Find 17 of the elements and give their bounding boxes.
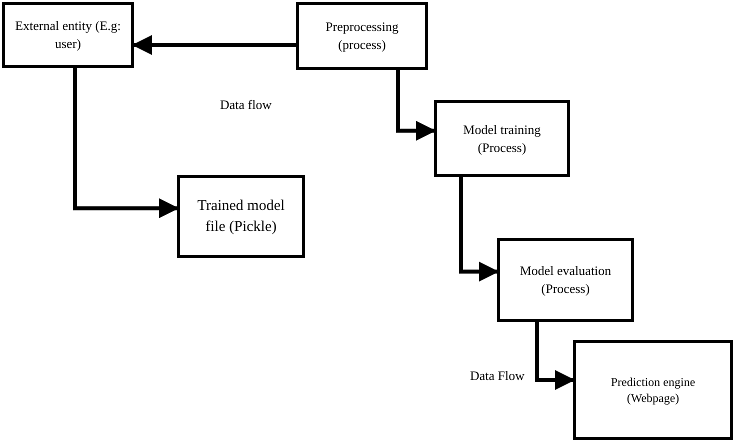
- box-label: External entity (E.g: user): [15, 17, 121, 53]
- arrow: [132, 35, 296, 55]
- box-label: Model training (Process): [462, 120, 542, 156]
- process-box: [573, 340, 733, 440]
- box-label: Trained model file (Pickle): [196, 197, 286, 236]
- process-box: [434, 100, 570, 177]
- process-box: [497, 238, 634, 322]
- arrow: [535, 322, 575, 390]
- box-label: Prediction engine (Webpage): [610, 374, 696, 406]
- process-box: [177, 175, 305, 258]
- process-box: [296, 2, 428, 70]
- box-label: Preprocessing (process): [324, 18, 400, 54]
- arrow: [396, 70, 436, 141]
- arrow: [459, 177, 499, 282]
- box-label: Model evaluation (Process): [518, 262, 612, 298]
- arrow: [73, 68, 179, 218]
- process-box: [2, 2, 134, 68]
